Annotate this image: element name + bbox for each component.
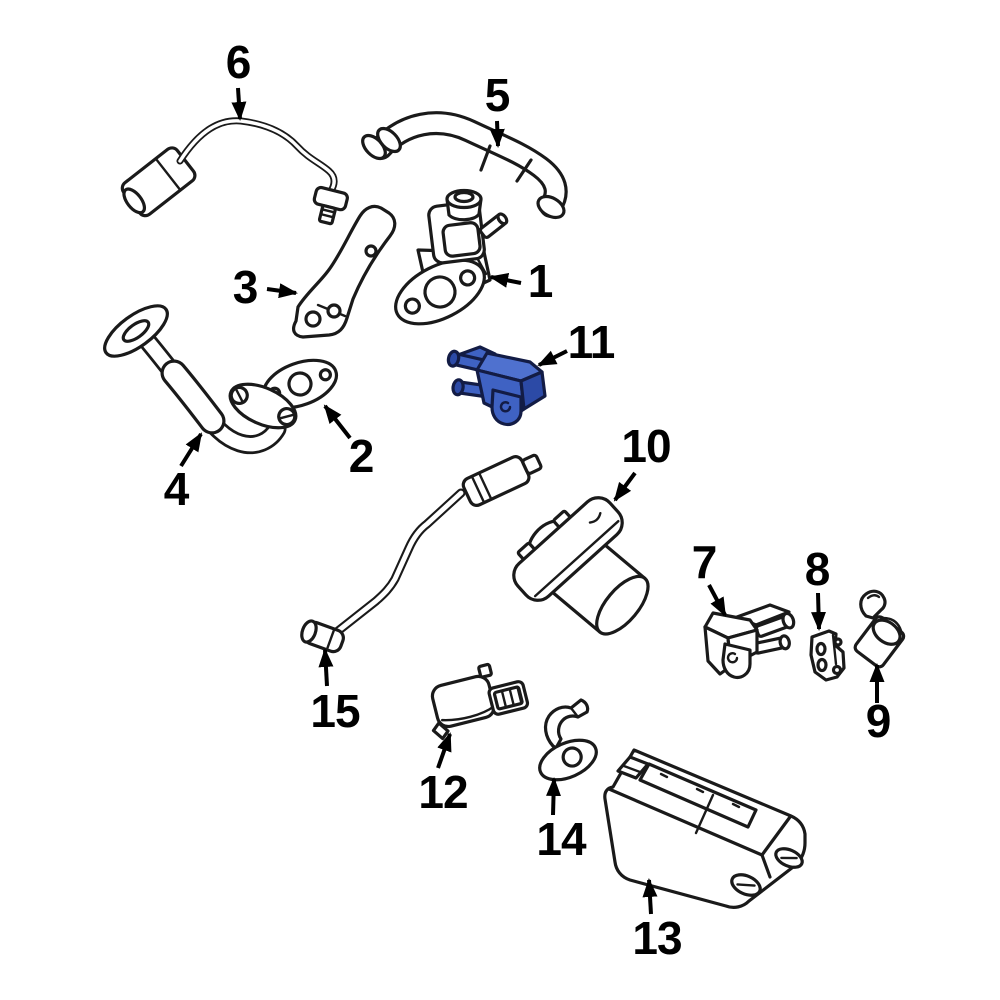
callout-arrow-8 — [811, 592, 827, 631]
callout-arrow-14 — [546, 777, 562, 816]
part-13-vapor-canister — [603, 748, 807, 909]
callout-label-13: 13 — [632, 912, 682, 964]
part-15-oxygen-sensor-front — [300, 453, 543, 654]
part-7-purge-solenoid — [703, 603, 796, 680]
part-11-vacuum-solenoid-highlighted — [446, 345, 547, 427]
part-1-egr-valve — [394, 188, 509, 326]
callout-arrow-4 — [179, 432, 203, 468]
part-14-clamp-bracket — [538, 698, 598, 782]
callout-label-9: 9 — [865, 695, 892, 747]
callout-label-15: 15 — [310, 685, 360, 737]
callout-label-4: 4 — [163, 463, 190, 515]
part-9-valve — [853, 589, 906, 669]
callout-arrow-6 — [231, 87, 247, 121]
callout-arrow-2 — [323, 404, 352, 440]
callout-label-7: 7 — [691, 536, 718, 588]
callout-label-12: 12 — [418, 766, 468, 818]
callout-label-6: 6 — [225, 36, 252, 88]
callout-label-2: 2 — [348, 430, 375, 482]
part-6-oxygen-sensor-cable — [120, 117, 349, 226]
callout-arrow-1 — [489, 272, 522, 288]
callout-label-10: 10 — [621, 420, 671, 472]
callout-arrow-10 — [613, 471, 637, 502]
callout-label-5: 5 — [484, 69, 511, 121]
part-12-throttle-position-sensor — [430, 662, 530, 741]
callout-label-14: 14 — [536, 813, 586, 865]
part-4-egr-pipe — [103, 304, 298, 455]
callout-arrow-11 — [537, 349, 568, 367]
callout-label-8: 8 — [804, 543, 831, 595]
part-8-bracket — [809, 629, 846, 682]
callout-arrows — [179, 87, 885, 915]
callout-arrow-15 — [318, 648, 334, 687]
callout-arrow-5 — [489, 120, 505, 148]
callout-arrow-7 — [707, 584, 727, 617]
part-3-bracket — [292, 204, 397, 339]
callout-arrow-12 — [436, 732, 452, 769]
callout-arrow-13 — [642, 878, 658, 915]
callout-label-1: 1 — [527, 255, 554, 307]
callout-label-11: 11 — [567, 316, 616, 368]
part-10-vacuum-tank — [512, 496, 650, 636]
callout-arrow-3 — [266, 283, 298, 299]
callout-label-3: 3 — [232, 261, 259, 313]
